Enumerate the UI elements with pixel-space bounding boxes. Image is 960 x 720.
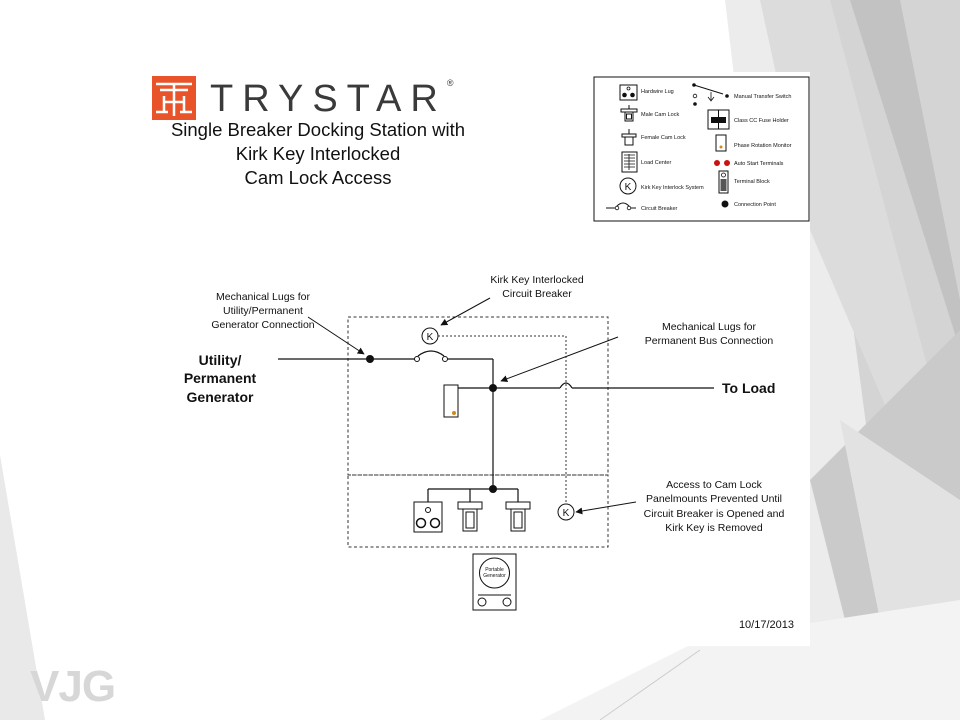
svg-text:Circuit Breaker: Circuit Breaker [502, 288, 572, 300]
svg-text:Generator Connection: Generator Connection [211, 319, 314, 331]
legend: Hardwire Lug Male Cam Lock Female Cam Lo… [593, 76, 810, 222]
title-line-2: Kirk Key Interlocked [235, 143, 401, 164]
brand-wordmark: TRYSTAR [210, 78, 447, 120]
load-center-icon [621, 151, 638, 173]
svg-text:Permanent Bus Connection: Permanent Bus Connection [645, 335, 774, 347]
callout-kirk-key: Kirk Key Interlocked Circuit Breaker [490, 274, 584, 300]
legend-label-load-center: Load Center [641, 160, 671, 166]
hardwire-lug-device [413, 501, 443, 533]
brand-name: TRYSTAR® [210, 78, 453, 121]
main-circuit-breaker [414, 350, 448, 362]
load-label: To Load [722, 380, 775, 396]
legend-box [593, 76, 810, 222]
legend-label-hardwire-lug: Hardwire Lug [641, 89, 674, 95]
breaker-enclosure [347, 316, 609, 476]
svg-text:Portable: Portable [485, 567, 504, 573]
utility-lug-connection-point [366, 355, 374, 363]
cam-lock-enclosure [347, 474, 609, 548]
kirk-key-link [438, 335, 567, 504]
kirk-key-interlock-icon: K [619, 177, 637, 195]
kirk-key-cam-lock-icon: K [557, 503, 575, 521]
svg-text:Kirk Key is Removed: Kirk Key is Removed [665, 522, 763, 534]
circuit-breaker-icon [606, 202, 636, 211]
fuse-holder-icon [707, 109, 730, 130]
cam-lock-panelmount-2 [505, 501, 531, 532]
svg-text:Kirk Key Interlocked: Kirk Key Interlocked [490, 274, 584, 286]
phase-rotation-monitor-icon [715, 134, 727, 152]
kirk-key-breaker-icon: K [421, 327, 439, 345]
svg-text:Generator: Generator [187, 389, 254, 405]
auto-start-terminals-icon [714, 160, 730, 166]
bus-wiring [278, 358, 714, 502]
legend-label-connection-point: Connection Point [734, 202, 776, 208]
portable-generator: Portable Generator [472, 553, 517, 611]
legend-label-auto-start-terminals: Auto Start Terminals [734, 161, 784, 167]
legend-label-circuit-breaker: Circuit Breaker [641, 206, 678, 212]
svg-text:Utility/: Utility/ [199, 352, 242, 368]
legend-label-phase-rotation-monitor: Phase Rotation Monitor [734, 143, 792, 149]
svg-text:Circuit Breaker is Opened and: Circuit Breaker is Opened and [644, 508, 785, 520]
svg-text:Mechanical Lugs for: Mechanical Lugs for [216, 291, 310, 303]
hardwire-lug-icon [619, 84, 638, 101]
svg-text:K: K [427, 332, 434, 343]
svg-text:Mechanical Lugs for: Mechanical Lugs for [662, 321, 756, 333]
registered-mark: ® [446, 78, 454, 88]
female-cam-lock-icon [621, 129, 637, 146]
cam-lock-bus-connection-point [489, 485, 497, 493]
legend-label-terminal-block: Terminal Block [734, 179, 770, 185]
diagram-date: 10/17/2013 [739, 619, 794, 631]
diagram-title: Single Breaker Docking Station with Kirk… [148, 118, 488, 190]
svg-text:K: K [625, 182, 632, 193]
callout-bus-lugs: Mechanical Lugs for Permanent Bus Connec… [645, 321, 774, 347]
phase-rotation-monitor-device [443, 384, 459, 418]
callout-arrows [307, 297, 637, 515]
legend-label-female-cam-lock: Female Cam Lock [641, 135, 686, 141]
callout-access: Access to Cam Lock Panelmounts Prevented… [644, 479, 785, 534]
trystar-logo-icon [152, 76, 196, 120]
terminal-block-icon [718, 170, 729, 194]
legend-label-manual-transfer-switch: Manual Transfer Switch [734, 94, 791, 100]
callout-utility-lugs: Mechanical Lugs for Utility/Permanent Ge… [211, 291, 314, 331]
title-line-3: Cam Lock Access [244, 167, 392, 188]
title-line-1: Single Breaker Docking Station with [170, 119, 466, 140]
legend-label-kirk-key-interlock: Kirk Key Interlock System [641, 185, 704, 191]
male-cam-lock-icon [620, 105, 638, 122]
cam-lock-panelmount-1 [457, 501, 483, 532]
legend-label-male-cam-lock: Male Cam Lock [641, 112, 679, 118]
bus-lug-connection-point [489, 384, 497, 392]
vjg-watermark: VJG [30, 662, 116, 711]
source-label: Utility/ Permanent Generator [184, 352, 257, 405]
svg-text:Generator: Generator [483, 573, 506, 579]
svg-text:K: K [563, 508, 570, 519]
manual-transfer-switch-icon [692, 83, 729, 106]
svg-text:Utility/Permanent: Utility/Permanent [223, 305, 303, 317]
svg-text:Access to Cam Lock: Access to Cam Lock [666, 479, 762, 491]
connection-point-icon [721, 200, 729, 208]
wiring-diagram: Hardwire Lug Male Cam Lock Female Cam Lo… [184, 76, 810, 631]
legend-label-class-cc-fuse-holder: Class CC Fuse Holder [734, 118, 789, 124]
svg-text:Permanent: Permanent [184, 370, 257, 386]
svg-text:Panelmounts Prevented Until: Panelmounts Prevented Until [646, 493, 782, 505]
diagram-card: TRYSTAR® Single Breaker Docking Station … [148, 72, 810, 646]
